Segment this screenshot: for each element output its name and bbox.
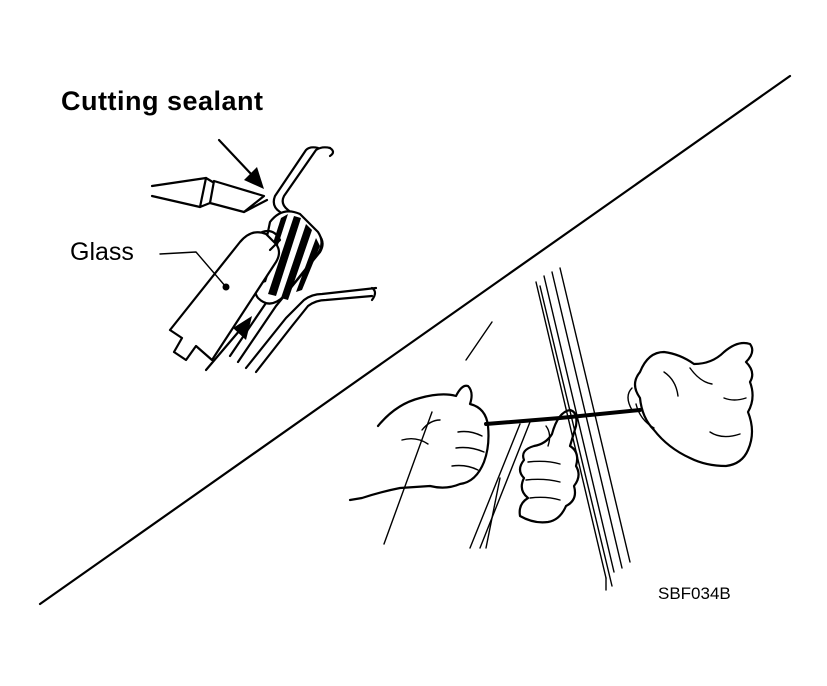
left-hand xyxy=(348,384,490,502)
glass-label: Glass xyxy=(70,238,134,266)
wire-cutting-scene xyxy=(348,267,754,591)
knife xyxy=(150,176,269,214)
middle-hand xyxy=(518,408,580,524)
cut-arrow xyxy=(217,138,264,189)
diagonal-divider xyxy=(38,74,792,606)
windshield-edge-lines xyxy=(383,267,631,591)
glass-panel xyxy=(168,229,282,362)
push-arrow xyxy=(204,316,252,372)
cutting-sealant-label: Cutting sealant xyxy=(61,86,264,116)
glass-leader-line xyxy=(159,251,227,288)
cross-section-detail xyxy=(150,138,378,374)
right-hand xyxy=(627,341,754,468)
figure-code-label: SBF034B xyxy=(658,584,731,603)
